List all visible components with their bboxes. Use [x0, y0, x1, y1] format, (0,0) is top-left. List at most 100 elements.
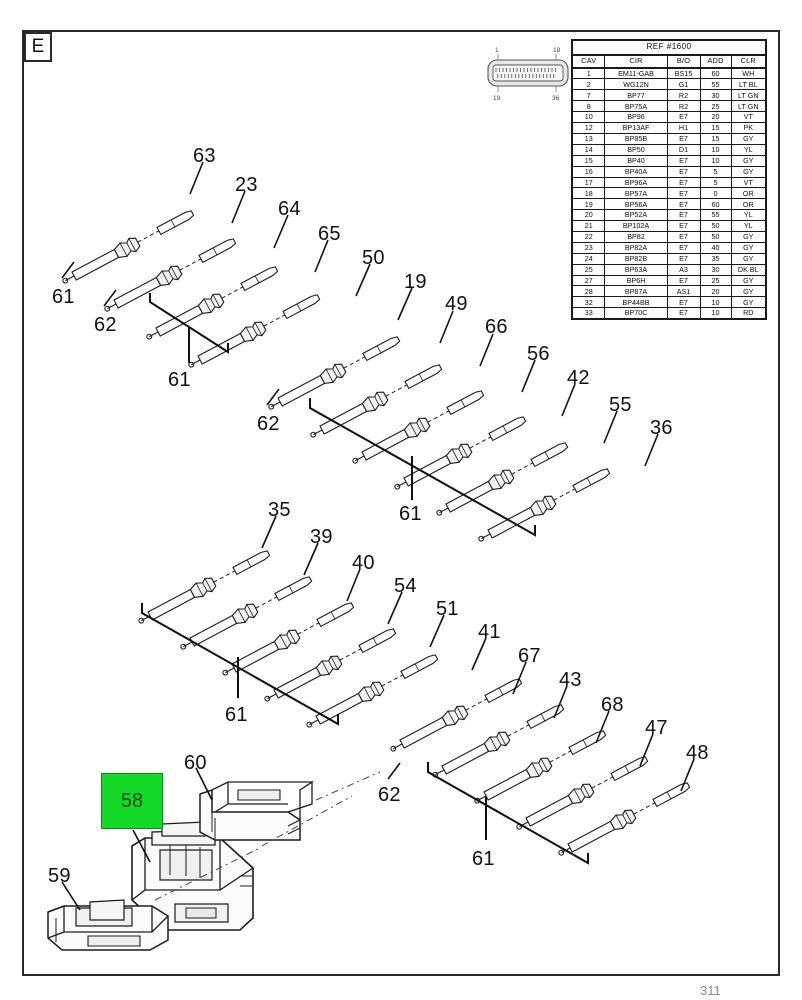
callout-64: 64 — [278, 198, 301, 220]
table-cell: YL — [730, 143, 767, 156]
table-cell: 15 — [571, 154, 606, 167]
table-cell: 25 — [571, 263, 606, 276]
table-cell: 15 — [699, 122, 732, 134]
table-cell: 55 — [699, 209, 732, 222]
table-cell: E7 — [666, 198, 701, 211]
table-cell: 35 — [699, 252, 732, 265]
table-cell: BP44BB — [604, 296, 668, 309]
table-cell: LT GN — [730, 89, 767, 102]
table-cell: 10 — [699, 143, 732, 156]
table-cell: 10 — [699, 296, 732, 309]
table-cell: BP82 — [604, 230, 668, 243]
table-cell: R2 — [666, 100, 701, 113]
table-cell: 27 — [571, 274, 606, 287]
table-cell: E7 — [666, 274, 701, 287]
table-cell: BP52A — [604, 209, 668, 222]
callout-61: 61 — [168, 369, 191, 391]
table-cell: 0 — [699, 187, 732, 200]
callout-23: 23 — [235, 174, 258, 196]
table-cell: LT GN — [730, 100, 767, 113]
table-cell: E7 — [666, 187, 701, 200]
table-cell: GY — [730, 296, 767, 309]
table-cell: G1 — [666, 78, 701, 91]
table-cell: D1 — [666, 143, 701, 156]
table-cell: 14 — [571, 143, 606, 156]
table-cell: 22 — [571, 230, 606, 243]
table-cell: 20 — [699, 111, 732, 124]
table-cell: BP96 — [604, 111, 668, 124]
connector-pin-1-label: 1 — [495, 47, 499, 54]
table-cell: GY — [730, 132, 767, 145]
callout-35: 35 — [268, 499, 291, 521]
table-cell: BS15 — [666, 67, 701, 80]
table-cell: EM11-GAB — [604, 67, 668, 80]
table-cell: 23 — [571, 241, 606, 254]
table-cell: 5 — [699, 176, 732, 189]
callout-49: 49 — [445, 293, 468, 315]
table-cell: 8 — [571, 100, 606, 113]
callout-61: 61 — [225, 704, 248, 726]
callout-68: 68 — [601, 694, 624, 716]
table-cell: E7 — [666, 252, 701, 265]
table-cell: VT — [730, 111, 767, 124]
table-cell: GY — [730, 230, 767, 243]
table-cell: BP87A — [604, 285, 668, 298]
table-cell: 16 — [571, 165, 606, 178]
callout-61: 61 — [399, 503, 422, 525]
table-cell: BP50 — [604, 143, 668, 156]
table-cell: A3 — [666, 263, 701, 276]
table-cell: OR — [730, 187, 767, 200]
table-cell: BP96A — [604, 176, 668, 189]
table-cell: AS1 — [666, 285, 701, 298]
table-cell: 17 — [571, 176, 606, 189]
callout-61: 61 — [52, 286, 75, 308]
table-cell: GY — [730, 165, 767, 178]
table-cell: 24 — [571, 252, 606, 265]
callout-66: 66 — [485, 316, 508, 338]
table-cell: E7 — [666, 230, 701, 243]
table-cell: 10 — [699, 307, 732, 320]
column-header: CLR — [730, 54, 767, 69]
highlight-box-58[interactable]: 58 — [101, 773, 163, 829]
table-cell: YL — [730, 220, 767, 232]
table-cell: BP6H — [604, 274, 668, 287]
callout-65: 65 — [318, 223, 341, 245]
table-cell: E7 — [666, 307, 701, 320]
callout-54: 54 — [394, 575, 417, 597]
connector-pin-19-label: 19 — [493, 95, 501, 102]
callout-67: 67 — [518, 645, 541, 667]
table-cell: 25 — [699, 274, 732, 287]
table-cell: BP82B — [604, 252, 668, 265]
callout-56: 56 — [527, 343, 550, 365]
table-cell: 20 — [699, 285, 732, 298]
table-cell: BP57A — [604, 187, 668, 200]
callout-36: 36 — [650, 417, 673, 439]
table-cell: BP85B — [604, 132, 668, 145]
table-cell: R2 — [666, 89, 701, 102]
table-cell: GY — [730, 154, 767, 167]
table-cell: E7 — [666, 132, 701, 145]
callout-51: 51 — [436, 598, 459, 620]
column-header: CIR — [604, 54, 668, 69]
table-cell: DK BL — [730, 263, 767, 276]
table-cell: 50 — [699, 220, 732, 232]
table-title: REF #1600 — [571, 39, 767, 56]
table-cell: 30 — [699, 263, 732, 276]
